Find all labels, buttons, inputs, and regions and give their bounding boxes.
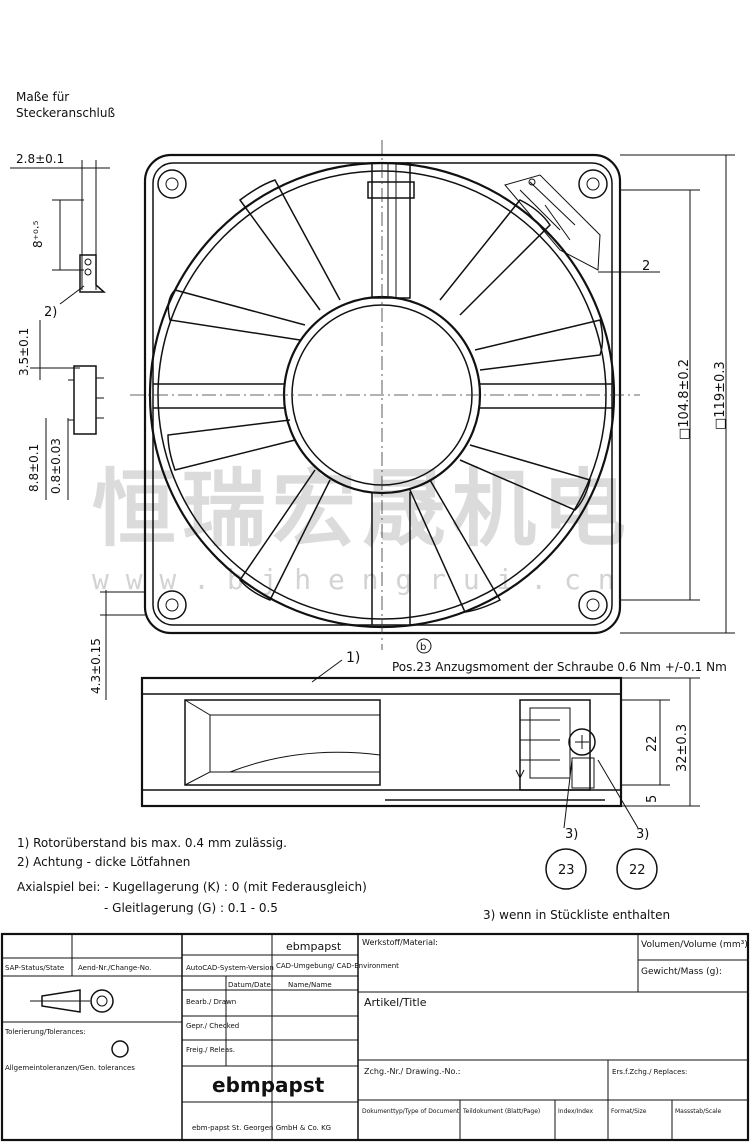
- callout-1: 1): [346, 650, 360, 666]
- tb-doc-type: Dokumenttyp/Type of Document: [362, 1108, 460, 1115]
- tb-aend-nr: Aend-Nr./Change-No.: [78, 964, 151, 972]
- fan-front-view: [130, 140, 640, 650]
- dim-2-8: 2.8±0.1: [16, 152, 64, 166]
- watermark-url: w w w . b j h e n g r u i . c n: [92, 563, 615, 596]
- tb-freig: Freig./ Releas.: [186, 1046, 235, 1054]
- note-1: 1) Rotorüberstand bis max. 0.4 mm zuläss…: [17, 836, 287, 850]
- tb-drawing-no: Zchg.-Nr./ Drawing.-No.:: [364, 1067, 460, 1076]
- plug-dims-title-1: Maße für: [16, 90, 69, 104]
- tb-sap-status: SAP-Status/State: [5, 964, 64, 972]
- note-3: Axialspiel bei: - Kugellagerung (K) : 0 …: [17, 880, 367, 894]
- dim-32: 32±0.3: [675, 724, 690, 772]
- tb-gepr: Gepr./ Checked: [186, 1022, 239, 1030]
- dim-8-8: 8.8±0.1: [27, 444, 41, 492]
- tb-autocad: AutoCAD-System-Version: [186, 964, 274, 972]
- tb-weight: Gewicht/Mass (g):: [641, 967, 722, 977]
- tb-datum: Datum/Date: [228, 981, 271, 989]
- tb-company: ebm-papst St. Georgen GmbH & Co. KG: [192, 1124, 331, 1132]
- tb-brand-large: ebmpapst: [212, 1073, 325, 1097]
- tb-name: Name/Name: [288, 981, 332, 989]
- tb-replaces: Ers.f.Zchg./ Replaces:: [612, 1068, 687, 1076]
- dim-4-3: 4.3±0.15: [89, 638, 103, 694]
- dim-104-8: □104.8±0.2: [677, 359, 692, 440]
- ref-3-b: 3): [636, 827, 649, 842]
- callout-2-left: 2): [44, 305, 57, 320]
- dim-5: 5: [645, 795, 660, 803]
- tb-cad-env: CAD-Umgebung/ CAD-Environment: [276, 962, 399, 970]
- tb-gen-tolerance: Allgemeintoleranzen/Gen. tolerances: [5, 1064, 135, 1072]
- plug-dims-title-2: Steckeranschluß: [16, 106, 115, 120]
- fan-side-view: [140, 676, 623, 808]
- title-block: [0, 932, 750, 1142]
- torque-note: Pos.23 Anzugsmoment der Schraube 0.6 Nm …: [392, 660, 727, 674]
- circle-b-label: b: [420, 642, 426, 653]
- pos-22: 22: [629, 863, 646, 878]
- tb-material: Werkstoff/Material:: [362, 938, 438, 947]
- dim-3-5: 3.5±0.1: [17, 328, 31, 376]
- tb-bearb: Bearb./ Drawn: [186, 998, 236, 1006]
- ref-3-a: 3): [565, 827, 578, 842]
- tb-tolerance: Tolerierung/Tolerances:: [4, 1028, 86, 1036]
- tb-artikel: Artikel/Title: [364, 996, 427, 1009]
- note-5: 3) wenn in Stückliste enthalten: [483, 908, 670, 922]
- dim-22: 22: [645, 735, 660, 752]
- note-2: 2) Achtung - dicke Lötfahnen: [17, 855, 190, 869]
- dim-2-front: 2: [642, 259, 650, 274]
- dim-0-8: 0.8±0.03: [49, 438, 63, 494]
- dim-8: 8⁺⁰·⁵: [31, 220, 45, 248]
- dim-119: □119±0.3: [713, 361, 728, 430]
- tb-index: Index/Index: [558, 1108, 594, 1115]
- tb-volume: Volumen/Volume (mm³): [641, 940, 748, 950]
- tb-teil-doc: Teildokument (Blatt/Page): [462, 1108, 540, 1115]
- pos-23: 23: [558, 863, 575, 878]
- tb-format: Format/Size: [611, 1108, 647, 1115]
- tb-scale: Massstab/Scale: [675, 1108, 722, 1115]
- note-4: - Gleitlagerung (G) : 0.1 - 0.5: [104, 901, 278, 915]
- tb-brand-small: ebmpapst: [286, 940, 342, 953]
